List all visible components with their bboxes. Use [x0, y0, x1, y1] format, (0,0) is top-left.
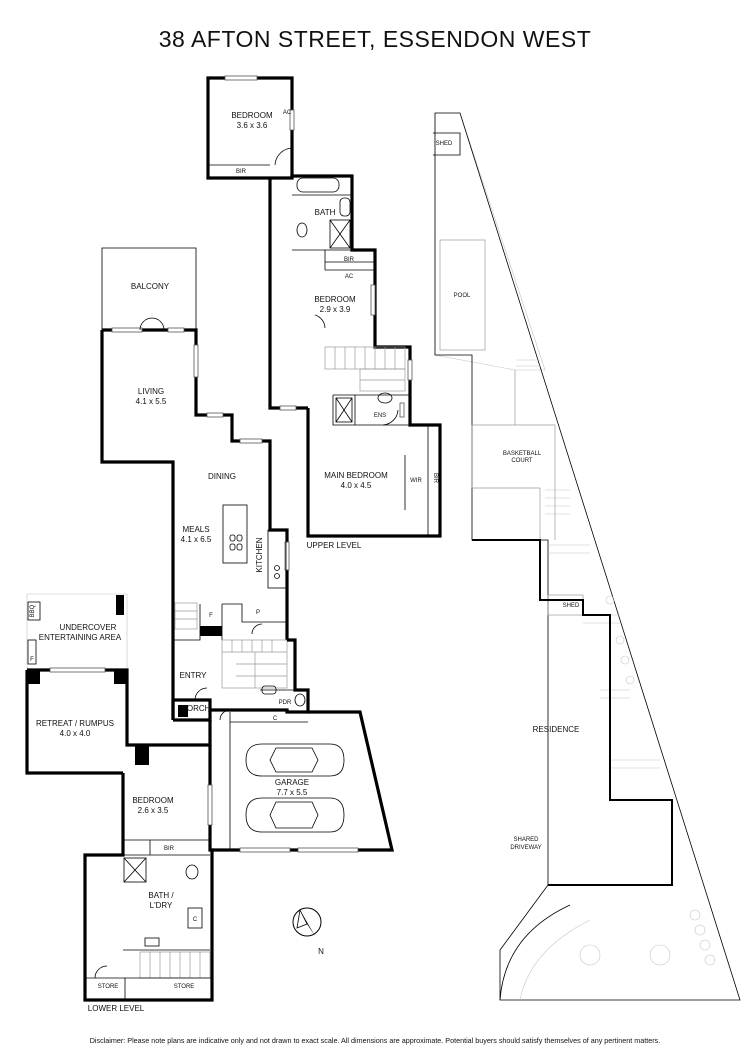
- label-ac-top: AC: [283, 110, 292, 116]
- label-bir-low: BIR: [164, 846, 175, 852]
- label-bath-ldry-1: BATH /: [148, 891, 174, 900]
- label-bir-main: BIR: [432, 473, 438, 484]
- site-plan: [433, 112, 741, 1001]
- label-pool: POOL: [454, 293, 471, 299]
- label-upper-level: UPPER LEVEL: [307, 541, 362, 550]
- label-dining: DINING: [208, 472, 236, 481]
- lower-level-walls: [25, 593, 214, 1002]
- dims-bedroom-top: 3.6 x 3.6: [237, 121, 268, 130]
- label-shed-mid: SHED: [563, 603, 580, 609]
- label-p-kitchen: P: [256, 610, 260, 616]
- label-basketball-2: COURT: [511, 458, 533, 464]
- label-basketball-1: BASKETBALL: [503, 451, 542, 457]
- label-store-right: STORE: [174, 984, 195, 990]
- label-residence: RESIDENCE: [533, 725, 580, 734]
- label-wir: WIR: [410, 478, 422, 484]
- label-bedroom-top: BEDROOM: [231, 111, 273, 120]
- dims-bedroom-mid: 2.9 x 3.9: [320, 305, 351, 314]
- label-shed-top: SHED: [436, 141, 453, 147]
- label-lower-level: LOWER LEVEL: [88, 1004, 145, 1013]
- dims-main-bedroom: 4.0 x 4.5: [341, 481, 372, 490]
- label-ens: ENS: [374, 413, 386, 419]
- compass-icon: N: [292, 907, 324, 956]
- label-balcony: BALCONY: [131, 282, 170, 291]
- disclaimer-text: Disclaimer: Please note plans are indica…: [90, 1036, 661, 1045]
- label-porch: PORCH: [182, 704, 211, 713]
- label-bbq: BBQ: [30, 604, 36, 617]
- label-retreat: RETREAT / RUMPUS: [36, 719, 114, 728]
- label-bath-upper: BATH: [315, 208, 336, 217]
- garage-cars: [245, 743, 345, 833]
- dims-living: 4.1 x 5.5: [136, 397, 167, 406]
- label-kitchen: KITCHEN: [255, 537, 264, 572]
- label-f-outdoor: F: [30, 657, 34, 663]
- compass-north-label: N: [318, 947, 324, 956]
- label-store-left: STORE: [98, 984, 119, 990]
- label-bir-top: BIR: [236, 169, 247, 175]
- label-undercover-1: UNDERCOVER: [60, 623, 117, 632]
- label-entry: ENTRY: [180, 671, 208, 680]
- dims-bedroom-low: 2.6 x 3.5: [138, 806, 169, 815]
- label-bir-mid: BIR: [344, 257, 355, 263]
- label-driveway-2: DRIVEWAY: [510, 845, 541, 851]
- label-ac-mid: AC: [345, 274, 354, 280]
- plan-title: 38 AFTON STREET, ESSENDON WEST: [159, 26, 592, 52]
- label-bedroom-low: BEDROOM: [132, 796, 174, 805]
- dims-retreat: 4.0 x 4.0: [60, 729, 91, 738]
- label-bath-ldry-2: L'DRY: [150, 901, 173, 910]
- label-main-bedroom: MAIN BEDROOM: [324, 471, 388, 480]
- garage-walls: [212, 709, 395, 853]
- room-labels: BEDROOM 3.6 x 3.6 BIR AC BATH BIR AC BED…: [30, 110, 438, 1013]
- upper-level-walls: [206, 75, 442, 538]
- site-labels: SHED POOL BASKETBALL COURT SHED RESIDENC…: [436, 141, 580, 851]
- label-c-entry: C: [273, 716, 278, 722]
- label-driveway-1: SHARED: [513, 837, 539, 843]
- label-c-bath: C: [193, 917, 198, 923]
- label-f-kitchen: F: [209, 613, 213, 619]
- label-pdr: PDR: [279, 700, 292, 706]
- label-meals: MEALS: [182, 525, 209, 534]
- dims-meals: 4.1 x 6.5: [181, 535, 212, 544]
- dims-garage: 7.7 x 5.5: [277, 788, 308, 797]
- label-bedroom-mid: BEDROOM: [314, 295, 356, 304]
- label-undercover-2: ENTERTAINING AREA: [39, 633, 122, 642]
- label-living: LIVING: [138, 387, 164, 396]
- main-level-walls: [100, 247, 310, 722]
- label-garage: GARAGE: [275, 778, 309, 787]
